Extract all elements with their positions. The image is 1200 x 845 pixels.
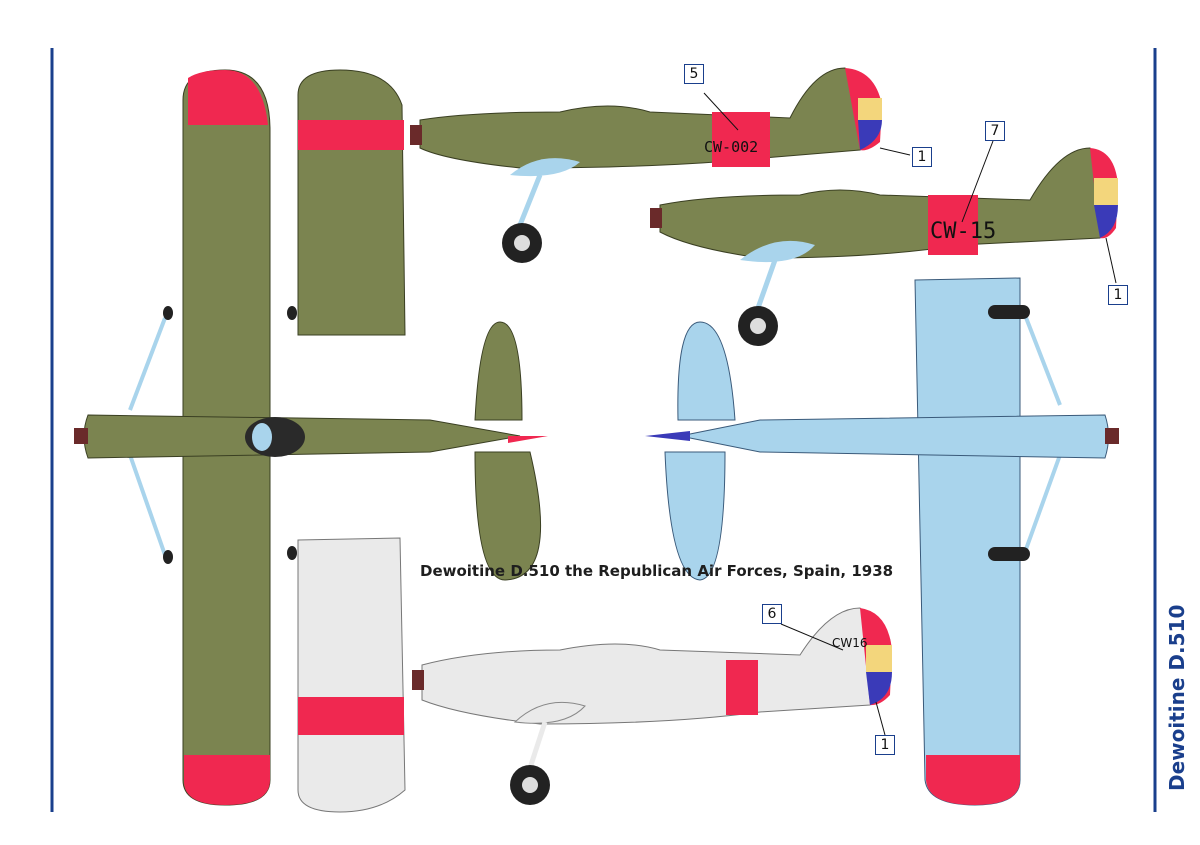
callout-1-bottom: 1 [875, 735, 895, 755]
side-profile-cw-15: CW-15 [650, 147, 1118, 346]
diagram-caption: Dewoitine D.510 the Republican Air Force… [420, 562, 894, 580]
marking-cw16: CW16 [832, 636, 868, 650]
marking-cw-002: CW-002 [704, 138, 758, 156]
wing-panel-olive [287, 69, 406, 336]
callout-1-top: 1 [912, 147, 932, 167]
marking-cw-15: CW-15 [930, 219, 996, 244]
callout-1-mid: 1 [1108, 285, 1128, 305]
callout-5: 5 [684, 64, 704, 84]
side-profile-cw-002: CW-002 [410, 67, 882, 263]
top-view-olive [74, 69, 548, 806]
wing-panel-silver [287, 537, 406, 813]
bottom-view-blue [645, 277, 1119, 806]
callout-7: 7 [985, 121, 1005, 141]
callout-6: 6 [762, 604, 782, 624]
side-title: Dewoitine D.510 [1165, 604, 1189, 791]
side-profile-cw16: CW16 [412, 607, 892, 805]
